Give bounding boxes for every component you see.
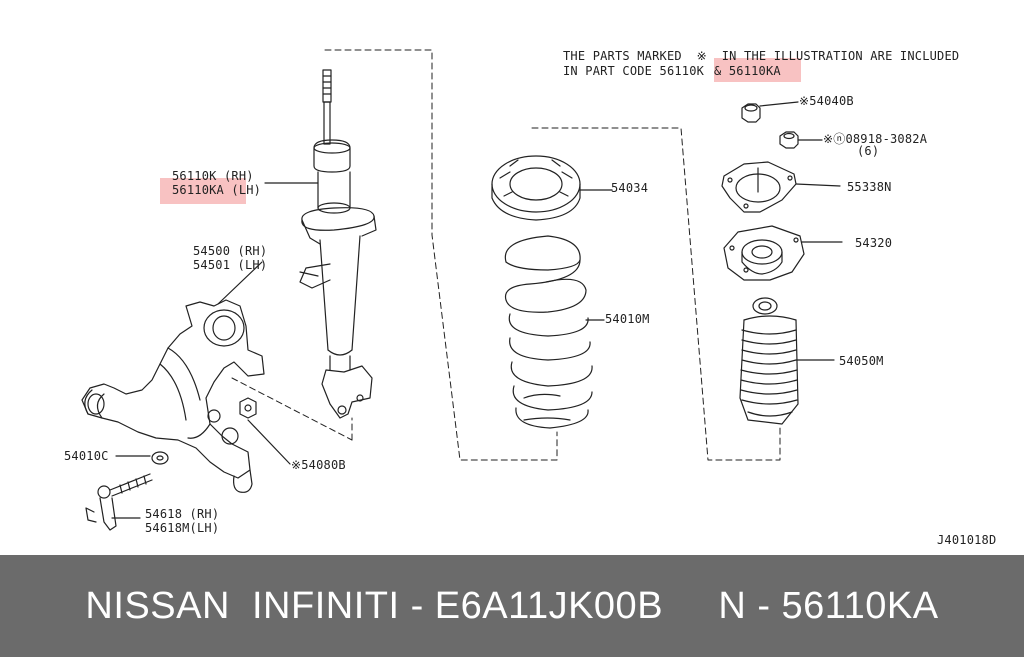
note-line-1: THE PARTS MARKED ※ IN THE ILLUSTRATION A… — [563, 49, 960, 63]
nut-54040b — [741, 101, 799, 123]
shock-absorber-drawing — [299, 69, 377, 419]
washer-54010c — [151, 451, 169, 465]
note-line-2-highlight: & 56110KA — [714, 64, 781, 78]
label-54501-lh: 54501 (LH) — [193, 258, 268, 272]
shock-rod — [323, 101, 331, 145]
highlight-56110ka-lh — [160, 178, 246, 204]
mount-plate-55338n — [721, 161, 841, 213]
suspension-exploded-diagram — [81, 49, 843, 531]
highlight-note-56110ka — [714, 58, 801, 82]
label-08918-qty: (6) — [857, 144, 880, 158]
label-54010m: 54010M — [605, 312, 650, 326]
label-54034: 54034 — [611, 181, 649, 195]
label-54618m-lh: 54618M(LH) — [145, 521, 220, 535]
diagram-code: J401018D — [937, 533, 997, 547]
label-54500-rh: 54500 (RH) — [193, 244, 268, 258]
nut-08918 — [779, 131, 823, 149]
stabilizer-link-drawing — [85, 473, 153, 531]
upper-insulator-drawing — [491, 155, 613, 221]
label-56110ka-lh: 56110KA (LH) — [172, 183, 262, 197]
label-54010c: 54010C — [64, 449, 109, 463]
bearing-54320 — [723, 225, 843, 281]
shock-rod-thread — [322, 69, 332, 103]
label-55338n: 55338N — [847, 180, 892, 194]
footer-part-number: NISSAN INFINITI - E6A11JK00B N - 56110KA — [85, 584, 939, 627]
label-54320: 54320 — [855, 236, 893, 250]
label-54080b: ※54080B — [291, 458, 346, 472]
footer-bar: NISSAN INFINITI - E6A11JK00B N - 56110KA — [0, 555, 1024, 657]
knuckle-arm-drawing — [81, 299, 265, 493]
label-54050m: 54050M — [839, 354, 884, 368]
label-54040b: ※54040B — [799, 94, 854, 108]
note-line-2-prefix: IN PART CODE 56110K — [563, 64, 705, 78]
coil-spring-drawing — [504, 235, 605, 429]
label-08918-3082a: ※ⓝ08918-3082A — [823, 132, 928, 146]
label-56110k-rh: 56110K (RH) — [172, 169, 254, 183]
dashed-group-strut — [231, 49, 781, 461]
bellows-boot-54050m — [739, 297, 835, 425]
label-54618-rh: 54618 (RH) — [145, 507, 220, 521]
